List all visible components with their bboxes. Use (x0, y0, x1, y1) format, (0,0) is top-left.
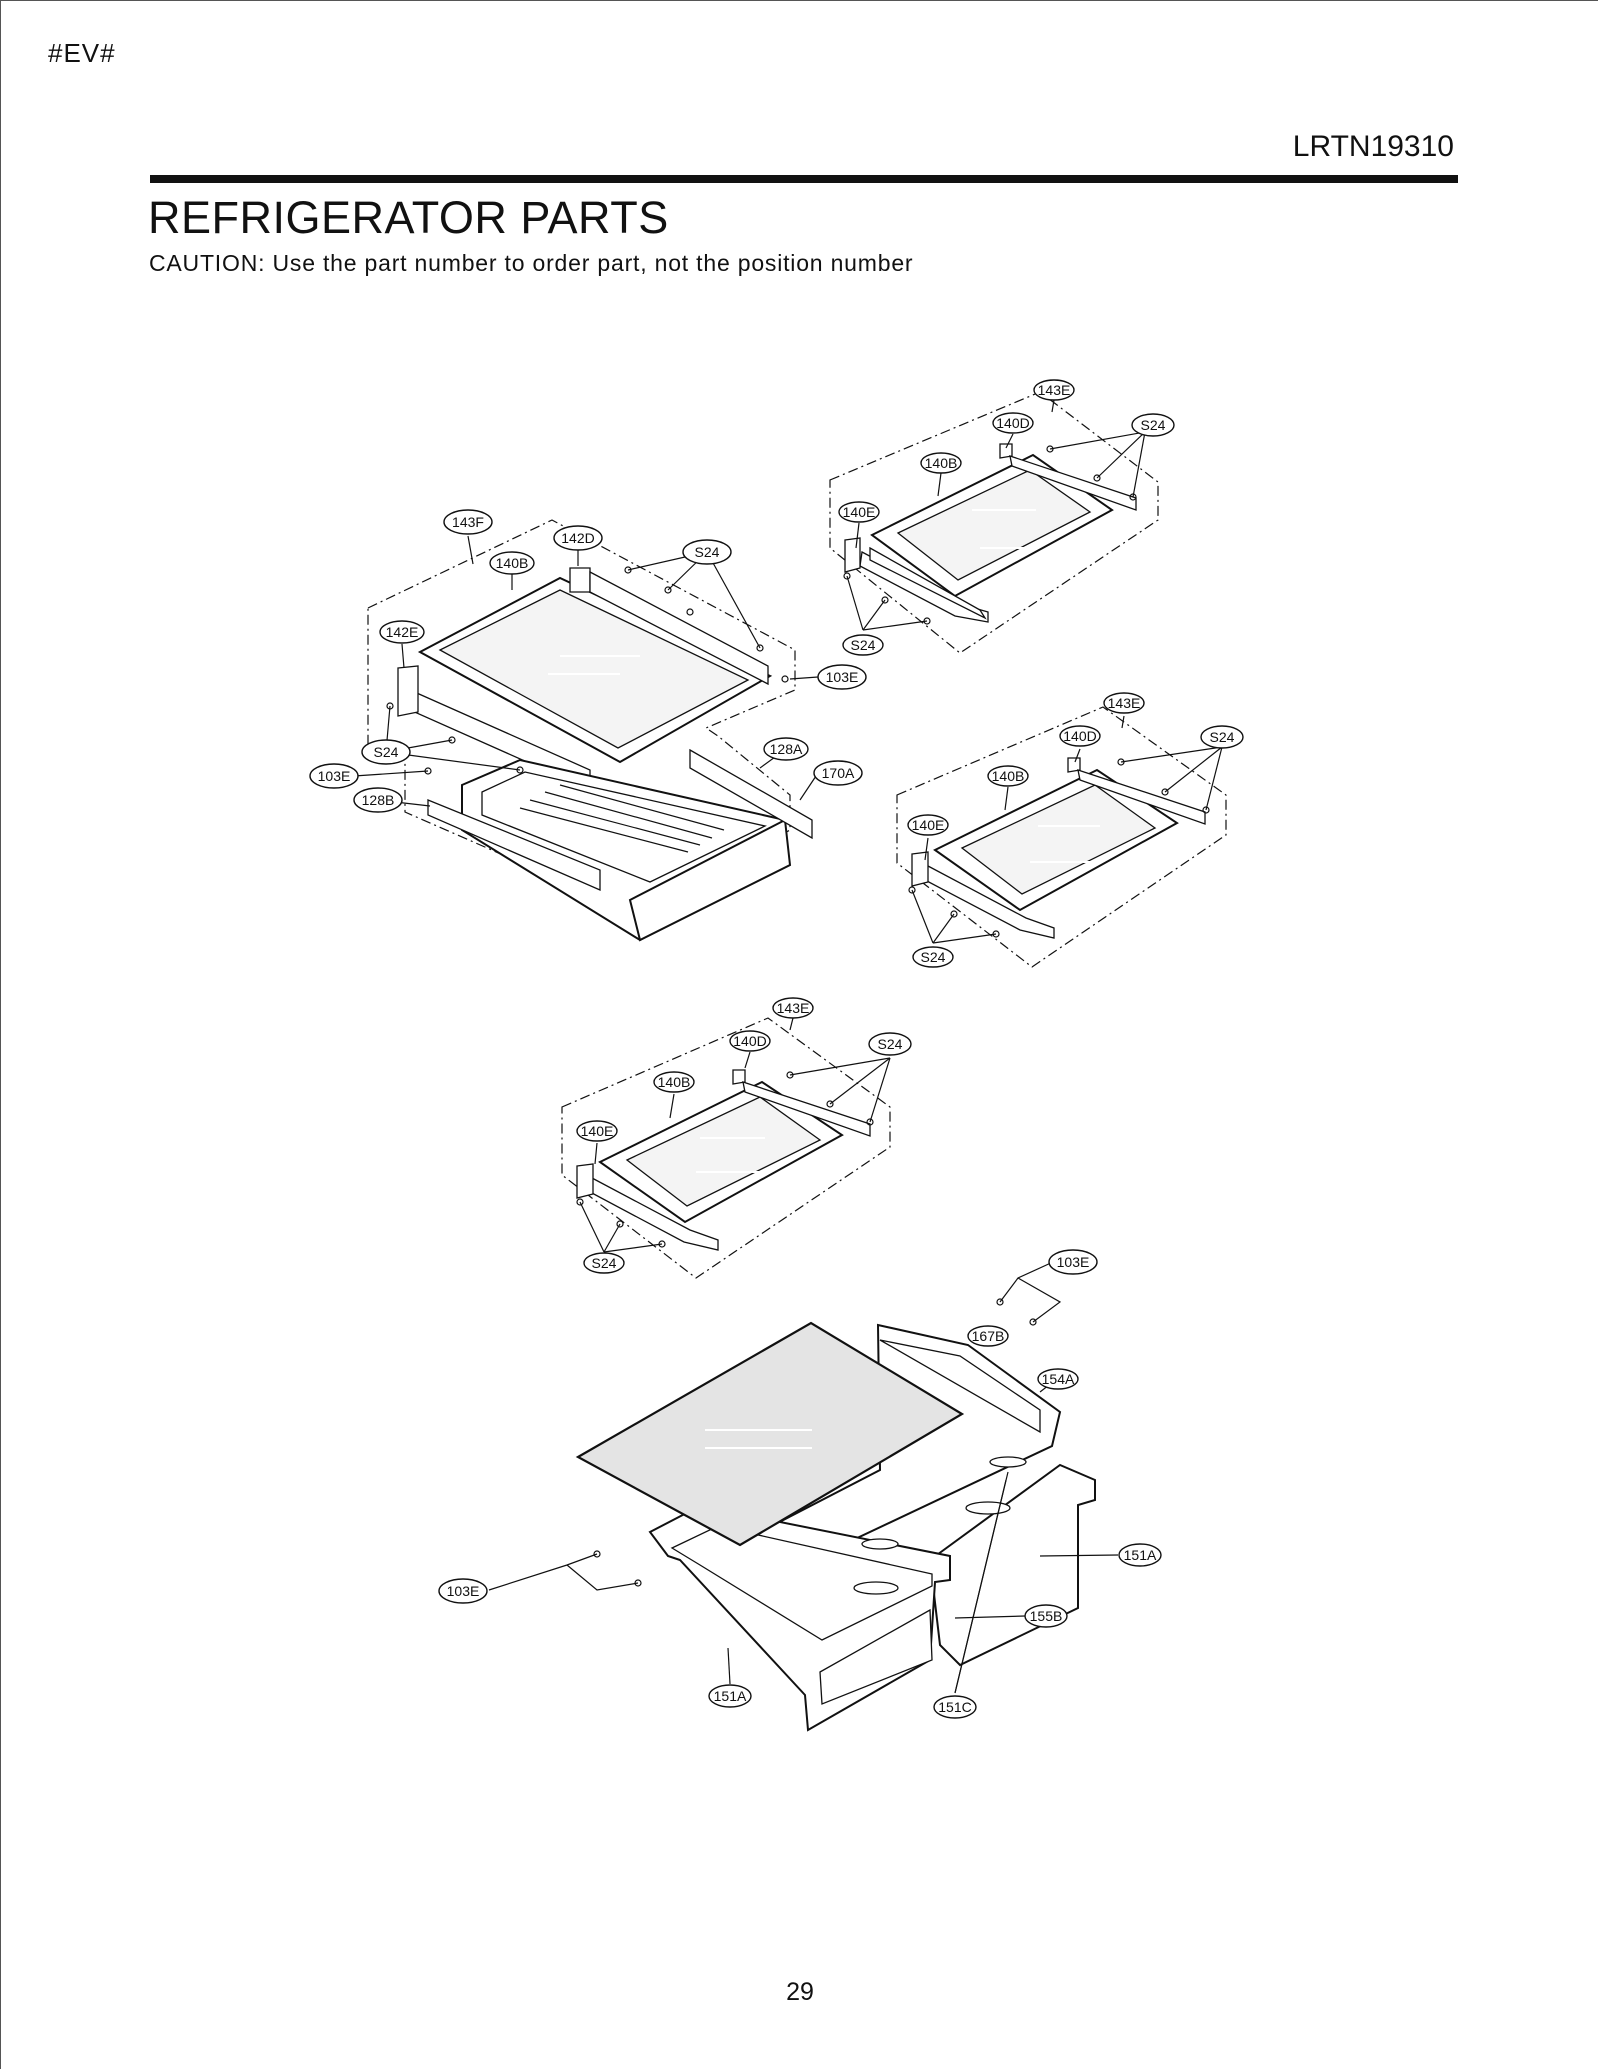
svg-text:151A: 151A (714, 1688, 747, 1704)
callout-label: S24 (912, 946, 954, 968)
callout-label: 142D (553, 525, 603, 551)
callout-label: S24 (842, 634, 884, 656)
svg-text:128A: 128A (770, 741, 803, 757)
callout-label: 140B (920, 452, 962, 474)
callout-label: 140D (1059, 725, 1101, 747)
callout-labels: 143E 140D S24 140B 140E S24 103E 143F 14… (309, 379, 1244, 1719)
svg-text:151C: 151C (938, 1699, 971, 1715)
svg-text:S24: S24 (695, 544, 720, 560)
svg-text:167B: 167B (972, 1328, 1005, 1344)
svg-text:142D: 142D (561, 530, 594, 546)
svg-text:103E: 103E (826, 669, 859, 685)
callout-label: 140D (729, 1030, 771, 1052)
leader-lines (353, 399, 1223, 1694)
callout-label: 143E (1103, 692, 1145, 714)
svg-text:143E: 143E (777, 1000, 810, 1016)
svg-text:S24: S24 (878, 1036, 903, 1052)
svg-text:103E: 103E (1057, 1254, 1090, 1270)
callout-label: 151A (1118, 1543, 1162, 1567)
callout-label: S24 (868, 1032, 912, 1056)
callout-label: S24 (1131, 413, 1175, 437)
shelf-assembly-middle-right (896, 706, 1227, 968)
svg-text:103E: 103E (447, 1583, 480, 1599)
callout-label: 151A (708, 1684, 752, 1708)
svg-text:S24: S24 (851, 637, 876, 653)
svg-text:S24: S24 (1141, 417, 1166, 433)
callout-label: S24 (1200, 725, 1244, 749)
callout-label: 167B (967, 1325, 1009, 1347)
svg-text:140B: 140B (496, 555, 529, 571)
svg-text:155B: 155B (1030, 1608, 1063, 1624)
svg-text:140B: 140B (658, 1074, 691, 1090)
callout-label: 151C (933, 1695, 977, 1719)
svg-text:140D: 140D (733, 1033, 766, 1049)
svg-text:140D: 140D (996, 415, 1029, 431)
callout-label: 143E (772, 997, 814, 1019)
svg-text:154A: 154A (1042, 1371, 1075, 1387)
callout-label: 103E (817, 664, 867, 690)
shelf-assembly-upper-right (829, 391, 1159, 654)
callout-label: 140E (838, 501, 880, 523)
callout-label: 140B (987, 765, 1029, 787)
svg-text:140B: 140B (992, 768, 1025, 784)
shelf-assembly-lower-middle (561, 1017, 891, 1279)
svg-text:S24: S24 (374, 744, 399, 760)
svg-text:140B: 140B (925, 455, 958, 471)
callout-label: 103E (309, 763, 359, 789)
crisper-assembly-bottom (575, 1298, 1096, 1732)
svg-text:140E: 140E (843, 504, 876, 520)
shelf-assembly-upper-left (367, 519, 813, 942)
callout-label: 140B (489, 551, 535, 575)
svg-text:143E: 143E (1108, 695, 1141, 711)
svg-text:143E: 143E (1038, 382, 1071, 398)
callout-label: 140E (907, 814, 949, 836)
callout-label: S24 (583, 1252, 625, 1274)
svg-text:S24: S24 (592, 1255, 617, 1271)
callout-label: 170A (813, 760, 863, 786)
callout-label: 143E (1033, 379, 1075, 401)
svg-text:140E: 140E (912, 817, 945, 833)
svg-text:170A: 170A (822, 765, 855, 781)
svg-text:142E: 142E (386, 624, 419, 640)
callout-label: 140B (653, 1071, 695, 1093)
svg-text:140E: 140E (581, 1123, 614, 1139)
svg-text:128B: 128B (362, 792, 395, 808)
callout-label: 155B (1024, 1604, 1068, 1628)
page-title: REFRIGERATOR PARTS (148, 192, 669, 243)
svg-text:151A: 151A (1124, 1547, 1157, 1563)
corner-code: #EV# (48, 38, 116, 68)
header-rule (150, 175, 1458, 183)
callout-label: 142E (379, 620, 425, 644)
callout-label: 154A (1037, 1368, 1079, 1390)
callout-label: S24 (361, 739, 411, 765)
svg-text:140D: 140D (1063, 728, 1096, 744)
model-number: LRTN19310 (1292, 130, 1454, 163)
svg-text:103E: 103E (318, 768, 351, 784)
svg-text:S24: S24 (1210, 729, 1235, 745)
callout-label: S24 (682, 539, 732, 565)
callout-label: 143F (443, 509, 493, 535)
callout-label: 140E (576, 1120, 618, 1142)
callout-label: 128B (353, 787, 403, 813)
svg-text:S24: S24 (921, 949, 946, 965)
callout-label: 128A (763, 737, 809, 761)
caution-note: CAUTION: Use the part number to order pa… (149, 250, 914, 276)
page-number: 29 (786, 1978, 814, 2006)
svg-text:143F: 143F (452, 514, 484, 530)
callout-label: 103E (438, 1578, 488, 1604)
callout-label: 103E (1048, 1249, 1098, 1275)
callout-label: 140D (992, 412, 1034, 434)
